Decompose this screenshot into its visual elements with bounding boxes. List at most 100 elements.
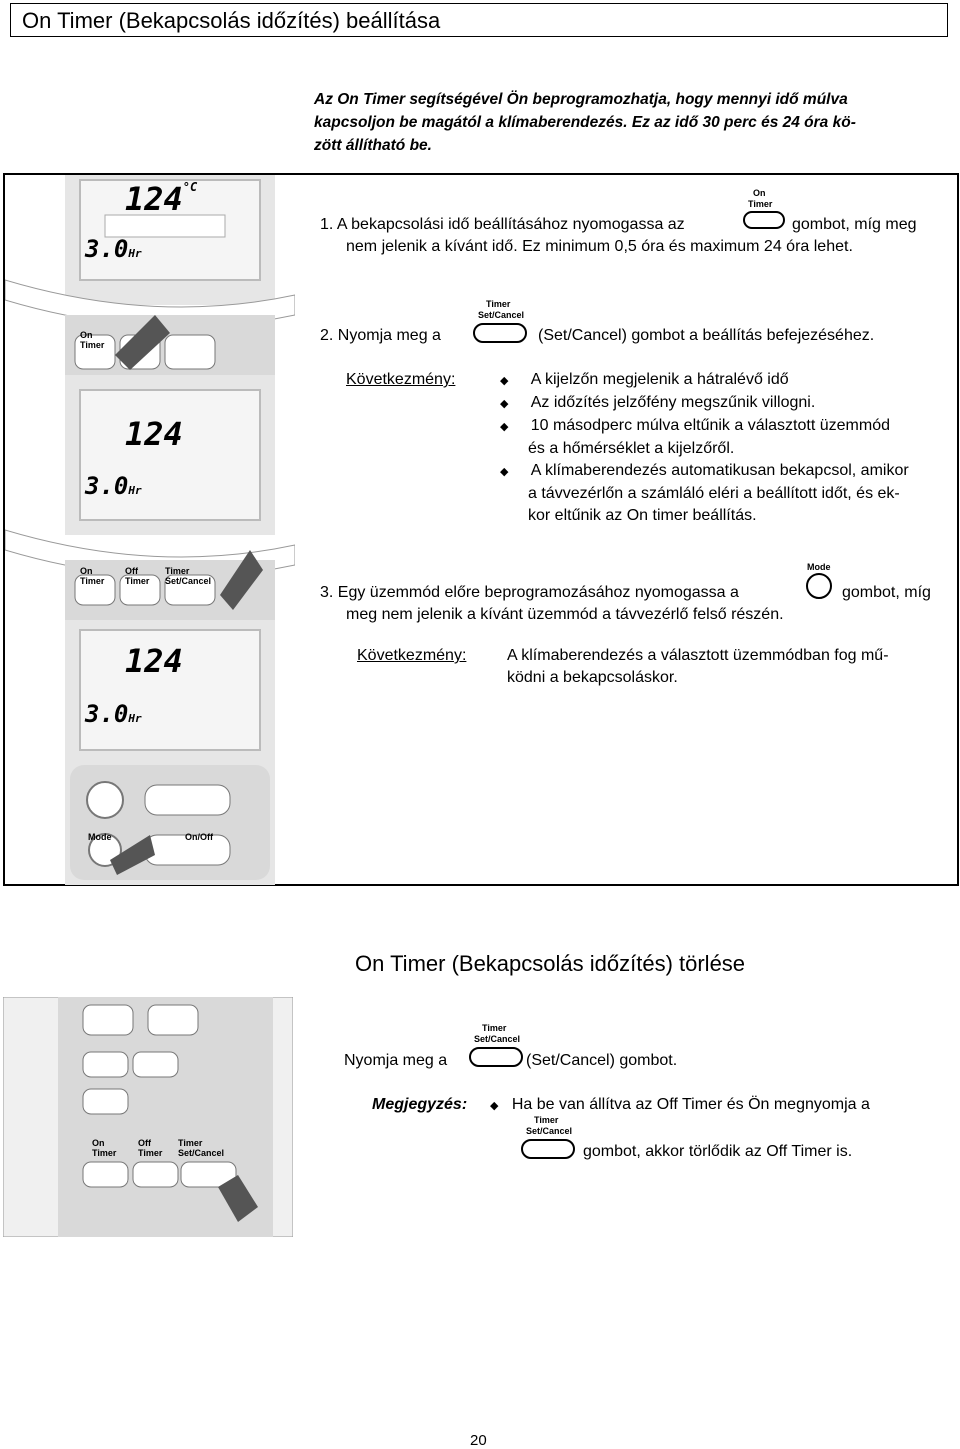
page-number: 20 — [470, 1432, 487, 1449]
lcd-one: 1 — [125, 642, 145, 680]
timer-setcancel-button — [180, 1161, 237, 1188]
lcd-temp: 124°C — [125, 180, 197, 218]
bullet-text: Az időzítés jelzőfény megszűnik villogni… — [530, 394, 816, 411]
bullet-diamond-icon: ◆ — [490, 1100, 499, 1112]
lcd-inner — [104, 214, 226, 238]
instruction-frame — [3, 173, 959, 886]
onoff-label: On/Off — [185, 832, 213, 842]
bullet-text: a távvezérlőn a számláló eléri a beállít… — [528, 485, 900, 502]
temp-button — [144, 784, 231, 816]
icon-label-timer: Timer — [482, 1023, 507, 1033]
bullet-text: A klímaberendezés automatikusan bekapcso… — [530, 462, 909, 479]
step3-result: A klímaberendezés a választott üzemmódba… — [507, 645, 889, 689]
section2-press-b: (Set/Cancel) gombot. — [526, 1052, 678, 1069]
mode-label: Mode — [88, 832, 112, 842]
lcd-screen — [79, 629, 261, 751]
remote-illustration — [5, 175, 295, 885]
lcd-temp-value: 24 — [144, 180, 183, 218]
lcd-timer-value: 3.0 — [85, 700, 129, 728]
icon-label-timer: Timer — [534, 1115, 559, 1125]
lcd-screen — [79, 389, 261, 521]
icon-label-timer: Timer — [486, 299, 511, 309]
bullet-diamond-icon: ◆ — [500, 398, 509, 410]
result-line: A klímaberendezés a választott üzemmódba… — [507, 647, 889, 664]
on-timer-button-icon: On Timer — [743, 188, 785, 229]
timer-setcancel-button — [164, 574, 216, 606]
intro-line: kapcsoljon be magától a klímaberendezés.… — [314, 114, 856, 131]
power-button — [86, 781, 124, 819]
lcd-timer-value: 3.0 — [85, 235, 129, 263]
section2-press-a: Nyomja meg a — [344, 1052, 448, 1069]
arrow-pointer-icon — [115, 315, 170, 370]
lcd-one: 1 — [125, 180, 145, 218]
section2-note: ◆ Ha be van állítva az Off Timer és Ön m… — [490, 1094, 870, 1117]
step3-result-label: Következmény: — [357, 647, 467, 664]
button — [82, 1051, 129, 1078]
step1-line1-a: 1. A bekapcsolási idő beállításához nyom… — [320, 216, 685, 233]
remote-illustration-2 — [3, 997, 293, 1237]
lcd-timer-value: 3.0 — [85, 472, 129, 500]
on-timer-button — [82, 1161, 129, 1188]
button — [147, 1004, 199, 1036]
lcd-temp-value: 24 — [144, 642, 183, 680]
icon-label-on: On — [753, 188, 766, 198]
lcd-timer: 3.0Hr — [85, 235, 142, 263]
step2-line-b: (Set/Cancel) gombot a beállítás befejezé… — [538, 327, 875, 344]
step2-result-label: Következmény: — [346, 371, 456, 388]
timer-setcancel-button-icon: Timer Set/Cancel — [521, 1115, 575, 1159]
off-timer-button — [119, 574, 161, 606]
arrow-pointer-icon — [218, 1175, 258, 1222]
timer-setcancel-button-icon: Timer Set/Cancel — [473, 299, 527, 343]
icon-label-setcancel: Set/Cancel — [526, 1126, 572, 1136]
button — [132, 1051, 179, 1078]
page-title: On Timer (Bekapcsolás időzítés) beállítá… — [22, 8, 441, 33]
intro-line: zött állítható be. — [314, 137, 432, 154]
step2-line-a: 2. Nyomja meg a — [320, 327, 441, 344]
step3-line2: meg nem jelenik a kívánt üzemmód a távve… — [346, 606, 784, 623]
lcd-hr: Hr — [128, 247, 142, 260]
lcd-hr: Hr — [128, 484, 142, 497]
lcd-timer: 3.0Hr — [85, 700, 142, 728]
title-box — [10, 3, 948, 37]
icon-label-setcancel: Set/Cancel — [474, 1034, 520, 1044]
bullet-text: A kijelzőn megjelenik a hátralévő idő — [530, 371, 789, 388]
bullet-text: 10 másodperc múlva eltűnik a választott … — [530, 417, 890, 434]
button — [82, 1088, 129, 1115]
bullet-text: és a hőmérséklet a kijelzőről. — [528, 440, 735, 457]
lcd-timer: 3.0Hr — [85, 472, 142, 500]
section2-title: On Timer (Bekapcsolás időzítés) törlése — [355, 951, 746, 976]
icon-label-mode: Mode — [807, 562, 831, 572]
result-line: ködni a bekapcsoláskor. — [507, 669, 678, 686]
off-timer-button — [132, 1161, 179, 1188]
arrow-pointer-icon — [110, 835, 155, 875]
lcd-temp-value: 24 — [144, 415, 183, 453]
intro-text: Az On Timer segítségével Ön beprogramozh… — [314, 88, 934, 157]
button — [82, 1004, 134, 1036]
lcd-one: 1 — [125, 415, 145, 453]
lcd-temp-unit: °C — [182, 180, 198, 194]
step1-line1-b: gombot, míg meg — [792, 216, 917, 233]
on-timer-button — [74, 574, 116, 606]
bullet-diamond-icon: ◆ — [500, 375, 509, 387]
intro-line: Az On Timer segítségével Ön beprogramozh… — [314, 91, 848, 108]
icon-label-setcancel: Set/Cancel — [478, 310, 524, 320]
lcd-temp: 124 — [125, 642, 183, 680]
bullet-diamond-icon: ◆ — [500, 421, 509, 433]
bullet-text: kor eltűnik az On timer beállítás. — [528, 507, 757, 524]
step3-line1-b: gombot, míg — [842, 584, 931, 601]
mode-button-icon: Mode — [806, 562, 832, 599]
bullet-diamond-icon: ◆ — [500, 466, 509, 478]
section2-note-b: gombot, akkor törlődik az Off Timer is. — [583, 1143, 853, 1160]
icon-label-timer: Timer — [748, 199, 773, 209]
on-timer-button — [74, 334, 116, 370]
step1-line2: nem jelenik a kívánt idő. Ez minimum 0,5… — [346, 238, 853, 255]
mode-button — [88, 833, 122, 867]
section2-note-label: Megjegyzés: — [372, 1096, 468, 1113]
